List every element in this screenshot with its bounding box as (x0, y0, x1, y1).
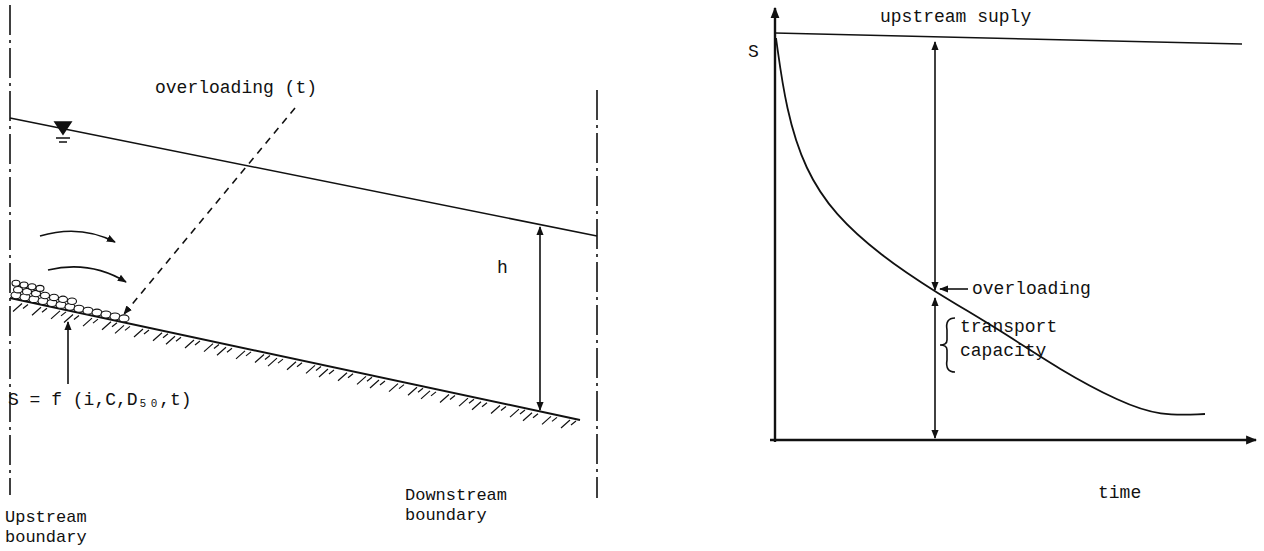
leader-arrow (940, 288, 968, 290)
bed-hatching (153, 333, 168, 341)
bed-hatching (268, 358, 283, 366)
bed-hatching (115, 325, 130, 333)
bed-hatching (440, 395, 455, 403)
sediment-stone (119, 315, 129, 322)
callout-label: overloading (t) (155, 76, 375, 100)
boundary-line (9, 5, 11, 495)
bed-hatching (370, 380, 385, 388)
water-surface (10, 118, 597, 236)
depth-dimension (539, 227, 541, 410)
flow-arrow (40, 231, 115, 242)
bed-hatching (389, 384, 404, 392)
boundary-label: Upstream boundary (5, 508, 125, 548)
water-symbol (56, 138, 70, 142)
bed-hatching (491, 405, 506, 413)
bed-hatching (510, 409, 525, 417)
bed-hatching (338, 373, 353, 381)
line-label: upstream suply (880, 5, 1120, 29)
sediment-stone (68, 298, 77, 304)
bed-hatching (51, 311, 66, 319)
sediment-stone (50, 294, 59, 300)
axis-label: time (1098, 481, 1178, 505)
bed-hatching (421, 391, 436, 399)
supply-line (775, 33, 1242, 44)
flow-arrow (48, 267, 126, 282)
bed-hatching (32, 307, 47, 315)
quantity-label: overloading (972, 277, 1132, 301)
bed-hatching (185, 340, 200, 348)
water-symbol (55, 122, 71, 134)
y-axis (774, 8, 776, 442)
sediment-stone (12, 280, 20, 286)
sediment-stone (28, 284, 36, 290)
bed-hatching (523, 413, 538, 421)
capacity-arrow (934, 298, 936, 438)
bed-hatching (306, 365, 321, 373)
bed-hatching (204, 344, 219, 352)
bed-hatching (13, 304, 28, 312)
axis-label: S (748, 40, 772, 64)
sediment-stone (41, 292, 50, 298)
bed-hatching (64, 314, 79, 322)
sediment-stone (59, 296, 68, 302)
bed-hatching (255, 355, 270, 363)
bed-hatching (102, 322, 117, 330)
boundary-label: Downstream boundary (405, 486, 525, 526)
bed-hatching (166, 336, 181, 344)
bed-hatching (357, 376, 372, 384)
sediment-stone (36, 285, 44, 291)
bed-hatching (83, 318, 98, 326)
bed-hatching (287, 362, 302, 370)
bed-hatching (217, 347, 232, 355)
bed-hatching (472, 402, 487, 410)
capacity-curve (776, 38, 1205, 415)
overloading-arrow (934, 42, 936, 290)
bed-hatching (561, 420, 576, 428)
bed-hatching (134, 329, 149, 337)
x-axis (770, 439, 1256, 441)
sediment-stone (20, 282, 28, 288)
dimension-label: h (497, 256, 527, 280)
leader-line (67, 322, 69, 384)
quantity-label: transport capacity (960, 315, 1072, 363)
leader-line (124, 108, 295, 314)
bed-hatching (408, 387, 423, 395)
boundary-line (596, 90, 598, 498)
bed-hatching (319, 369, 334, 377)
brace (940, 318, 955, 372)
bed-hatching (459, 398, 474, 406)
bed-hatching (542, 416, 557, 424)
bed-hatching (236, 351, 251, 359)
formula-label: S = f (i,C,D₅₀,t) (8, 388, 268, 412)
